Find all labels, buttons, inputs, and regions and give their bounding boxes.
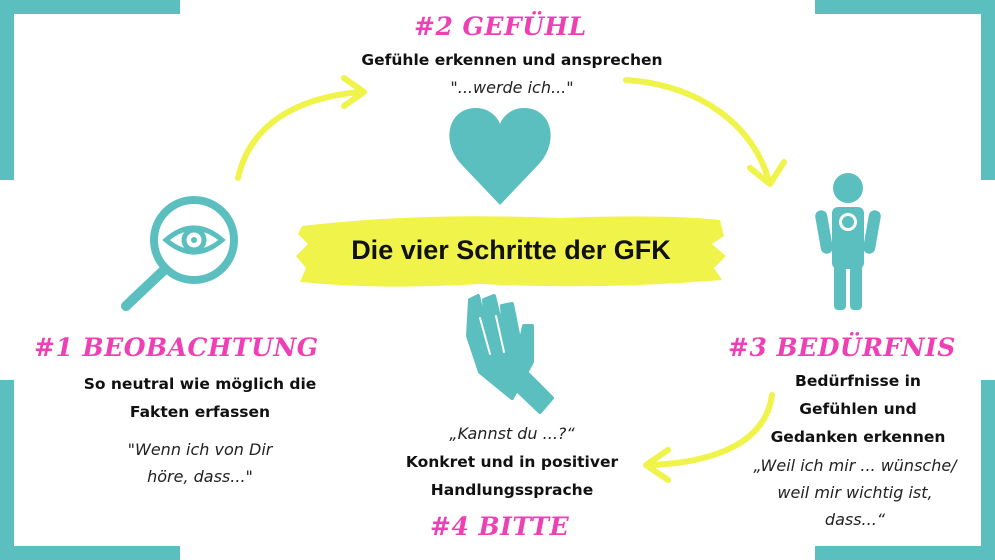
center-brush-stroke	[296, 216, 726, 287]
frame-corner-top-right-vertical	[981, 0, 995, 180]
step-3-description-line: Gedanken erkennen	[770, 428, 946, 446]
step-3-title: #3 BEDÜRFNIS	[728, 333, 956, 362]
step-1-quote: "Wenn ich von Dir höre, dass..."	[40, 436, 360, 490]
step-4-title: #4 BITTE	[430, 512, 570, 541]
step-2-title: #2 GEFÜHL	[414, 12, 587, 41]
step-1-description-line: So neutral wie möglich die	[83, 375, 317, 393]
frame-corner-bottom-right-horizontal	[815, 546, 995, 560]
step-4-description: Konkret und in positiver Handlungssprach…	[352, 448, 672, 504]
step-4-quote: „Kannst du ...?“	[362, 420, 662, 447]
step-3-description: Bedürfnisse in Gefühlen und Gedanken erk…	[748, 367, 968, 451]
step-2-description: Gefühle erkennen und ansprechen	[312, 46, 712, 74]
step-3-description-line: Gefühlen und	[799, 400, 917, 418]
frame-corner-bottom-left-horizontal	[0, 546, 180, 560]
arrow-icon	[643, 392, 775, 483]
frame-corner-top-left-horizontal	[0, 0, 180, 14]
frame-corner-bottom-left-vertical	[0, 380, 14, 560]
heart-icon	[449, 108, 551, 205]
step-3-quote-line: „Weil ich mir ... wünsche/	[753, 456, 957, 475]
person-icon	[815, 173, 881, 310]
frame-corner-top-right-horizontal	[815, 0, 995, 14]
step-1-quote-line: höre, dass..."	[147, 467, 253, 486]
magnifier-eye-icon	[121, 196, 238, 311]
arrow-icon	[235, 75, 367, 181]
frame-corner-bottom-right-vertical	[981, 380, 995, 560]
step-3-description-line: Bedürfnisse in	[795, 372, 921, 390]
step-3-quote: „Weil ich mir ... wünsche/ weil mir wich…	[730, 452, 980, 533]
step-4-quote-line: „Kannst du ...?“	[449, 424, 575, 443]
step-2-quote: "...werde ich..."	[362, 74, 662, 101]
step-3-quote-line: dass...“	[824, 510, 886, 529]
praying-hands-icon	[466, 294, 554, 414]
frame-corner-top-left-vertical	[0, 0, 14, 180]
step-1-description-line: Fakten erfassen	[129, 403, 271, 421]
step-1-quote-line: "Wenn ich von Dir	[127, 440, 273, 459]
center-title: Die vier Schritte der GFK	[351, 234, 671, 265]
step-2-description-line: Gefühle erkennen und ansprechen	[361, 51, 663, 69]
step-3-quote-line: weil mir wichtig ist,	[777, 483, 933, 502]
arrow-icon	[623, 77, 787, 187]
step-2-quote-line: "...werde ich..."	[450, 78, 574, 97]
step-1-description: So neutral wie möglich die Fakten erfass…	[40, 370, 360, 426]
step-4-description-line: Konkret und in positiver	[405, 453, 619, 471]
step-1-title: #1 BEOBACHTUNG	[34, 333, 319, 362]
step-4-description-line: Handlungssprache	[430, 481, 594, 499]
